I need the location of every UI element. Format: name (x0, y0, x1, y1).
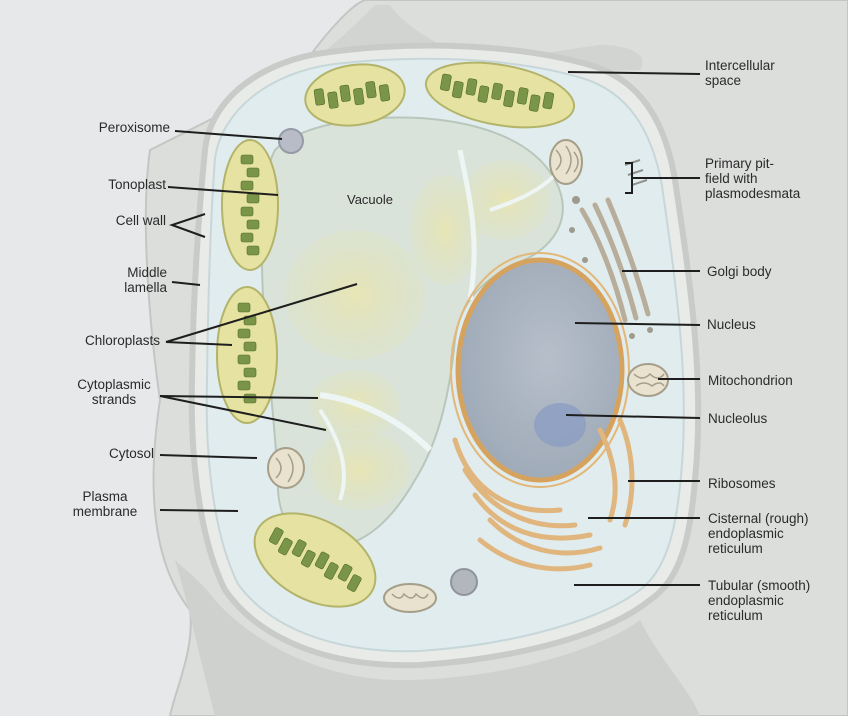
thylakoid-granum (243, 367, 257, 378)
thylakoid-granum (327, 91, 339, 109)
thylakoid-granum (314, 551, 330, 570)
label-peroxisome: Peroxisome (98, 120, 170, 135)
label-mitochondrion: Mitochondrion (708, 373, 793, 388)
thylakoid-granum (313, 88, 326, 106)
thylakoid-granum (353, 87, 365, 106)
thylakoid-granum (246, 219, 260, 230)
thylakoid-granum (378, 84, 391, 102)
thylakoid-granum (451, 80, 464, 99)
label-smooth-er: Tubular (smooth) endoplasmic reticulum (708, 578, 811, 623)
label-intercellular-space: Intercellular space (705, 58, 775, 88)
label-nucleus: Nucleus (707, 317, 756, 332)
rough-er (452, 417, 635, 572)
nucleolus (534, 403, 586, 447)
mitochondria (267, 139, 669, 613)
thylakoid-granum (503, 89, 515, 108)
thylakoid-granum (240, 206, 254, 217)
label-rough-er: Cisternal (rough) endoplasmic reticulum (708, 511, 809, 556)
thylakoid-granum (516, 87, 529, 105)
label-ribosomes: Ribosomes (708, 476, 776, 491)
thylakoid-granum (528, 94, 541, 112)
label-golgi-body: Golgi body (707, 264, 772, 279)
thylakoid-granum (440, 73, 452, 92)
thylakoid-granum (237, 354, 251, 365)
lower-neighbor-wall (175, 560, 700, 716)
thylakoid-granum (491, 82, 503, 101)
thylakoid-granum (240, 180, 254, 191)
label-cytosol: Cytosol (108, 446, 154, 461)
thylakoid-granum (300, 549, 316, 568)
thylakoid-granum (246, 193, 260, 204)
thylakoid-granum (243, 341, 257, 352)
thylakoid-granum (323, 562, 339, 580)
thylakoid-granum (337, 563, 353, 582)
thylakoid-granum (237, 380, 251, 391)
thylakoid-granum (237, 328, 251, 339)
thylakoid-granum (477, 85, 490, 103)
thylakoid-granum (246, 245, 260, 256)
thylakoid-granum (268, 527, 284, 545)
thylakoid-granum (240, 232, 254, 243)
label-cytoplasmic-strands: Cytoplasmic strands (77, 377, 151, 407)
thylakoid-granum (339, 84, 351, 102)
thylakoid-granum (246, 167, 260, 178)
label-middle-lamella: Middle lamella (124, 265, 167, 295)
thylakoid-granum (240, 154, 254, 165)
thylakoid-granum (243, 393, 257, 404)
peroxisome (278, 128, 304, 154)
thylakoid-granum (237, 302, 251, 313)
thylakoid-stacks (237, 73, 555, 592)
thylakoid-granum (542, 91, 555, 110)
nucleus (450, 252, 630, 488)
thylakoid-granum (291, 539, 307, 557)
thylakoid-granum (465, 78, 478, 96)
label-vacuole: Vacuole (347, 192, 394, 207)
label-cell-wall: Cell wall (115, 213, 166, 228)
thylakoid-granum (365, 81, 377, 99)
label-nucleolus: Nucleolus (708, 411, 768, 426)
golgi-body (579, 197, 651, 323)
label-tonoplast: Tonoplast (108, 177, 166, 192)
label-chloroplasts: Chloroplasts (84, 333, 160, 348)
label-primary-pit-field: Primary pit- field with plasmodesmata (705, 156, 801, 201)
thylakoid-granum (278, 537, 293, 556)
label-plasma-membrane: Plasma membrane (72, 489, 138, 519)
leader-lines (159, 71, 701, 586)
thylakoid-granum (346, 574, 362, 592)
